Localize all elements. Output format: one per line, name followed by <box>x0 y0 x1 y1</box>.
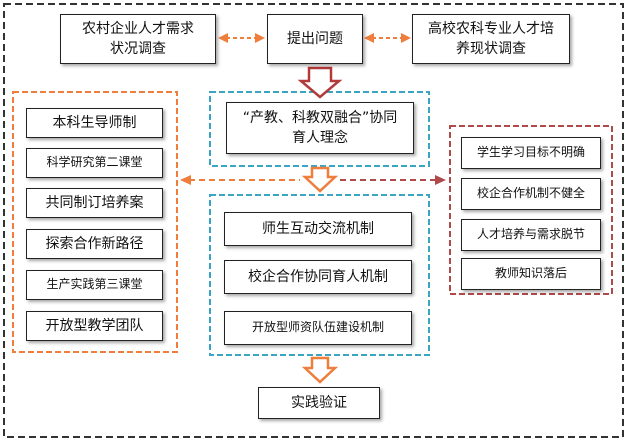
right-group-frame <box>449 125 613 295</box>
left-measure-text: 科学研究第二课堂 <box>46 155 143 170</box>
left-measure-text: 共同制订培养案 <box>45 194 144 211</box>
problem-text: 教师知识落后 <box>494 266 567 281</box>
practice-verification-box: 实践验证 <box>258 387 380 419</box>
down-arrow-concept <box>301 166 339 193</box>
down-arrow-problem <box>297 66 343 99</box>
problem-text: 校企合作机制不健全 <box>476 186 585 201</box>
right-double-arrow <box>364 33 411 43</box>
problem-text: 人才培养与需求脱节 <box>476 227 585 242</box>
university-training-survey-box: 高校农科专业人才培养现状调查 <box>412 14 570 64</box>
mechanism-box: 校企合作协同育人机制 <box>224 260 412 294</box>
left-branch-arrow <box>180 175 300 185</box>
problem-text: 学生学习目标不明确 <box>476 145 585 160</box>
left-measure-text: 生产实践第三课堂 <box>46 277 143 292</box>
problem-box: 教师知识落后 <box>461 258 601 290</box>
left-measure-box: 生产实践第三课堂 <box>26 270 163 300</box>
mechanism-text: 校企合作协同育人机制 <box>248 268 388 285</box>
left-measure-box: 共同制订培养案 <box>26 188 163 218</box>
left-measure-text: 开放型教学团队 <box>45 317 144 334</box>
problem-box: 校企合作机制不健全 <box>461 178 601 210</box>
left-double-arrow <box>218 33 265 43</box>
mechanism-box: 开放型师资队伍建设机制 <box>224 311 412 345</box>
left-measure-box: 科学研究第二课堂 <box>26 148 163 178</box>
left-measure-box: 开放型教学团队 <box>26 311 163 341</box>
mechanism-box: 师生互动交流机制 <box>224 212 412 246</box>
left-measure-box: 探索合作新路径 <box>26 229 163 259</box>
down-arrow-practice <box>301 356 339 384</box>
concept-box: “产教、科教双融合”协同育人理念 <box>226 102 414 154</box>
problem-box: 人才培养与需求脱节 <box>461 219 601 251</box>
raise-problem-box: 提出问题 <box>267 14 363 64</box>
right-branch-arrow <box>340 175 446 185</box>
left-measure-text: 探索合作新路径 <box>45 235 144 252</box>
left-group-frame <box>12 91 178 353</box>
outer-dashed-border <box>3 3 624 438</box>
concept-text: “产教、科教双融合”协同育人理念 <box>242 109 398 146</box>
rural-talent-survey-text: 农村企业人才需求状况调查 <box>82 20 194 57</box>
center-group-frame <box>209 194 430 356</box>
raise-problem-text: 提出问题 <box>287 30 343 47</box>
rural-talent-survey-box: 农村企业人才需求状况调查 <box>60 14 216 64</box>
university-training-survey-text: 高校农科专业人才培养现状调查 <box>428 20 554 57</box>
problem-box: 学生学习目标不明确 <box>461 137 601 169</box>
mechanism-text: 师生互动交流机制 <box>262 220 374 237</box>
left-measure-text: 本科生导师制 <box>52 114 137 131</box>
mechanism-text: 开放型师资队伍建设机制 <box>251 320 384 335</box>
practice-verification-text: 实践验证 <box>291 394 347 411</box>
left-measure-box: 本科生导师制 <box>26 108 163 138</box>
